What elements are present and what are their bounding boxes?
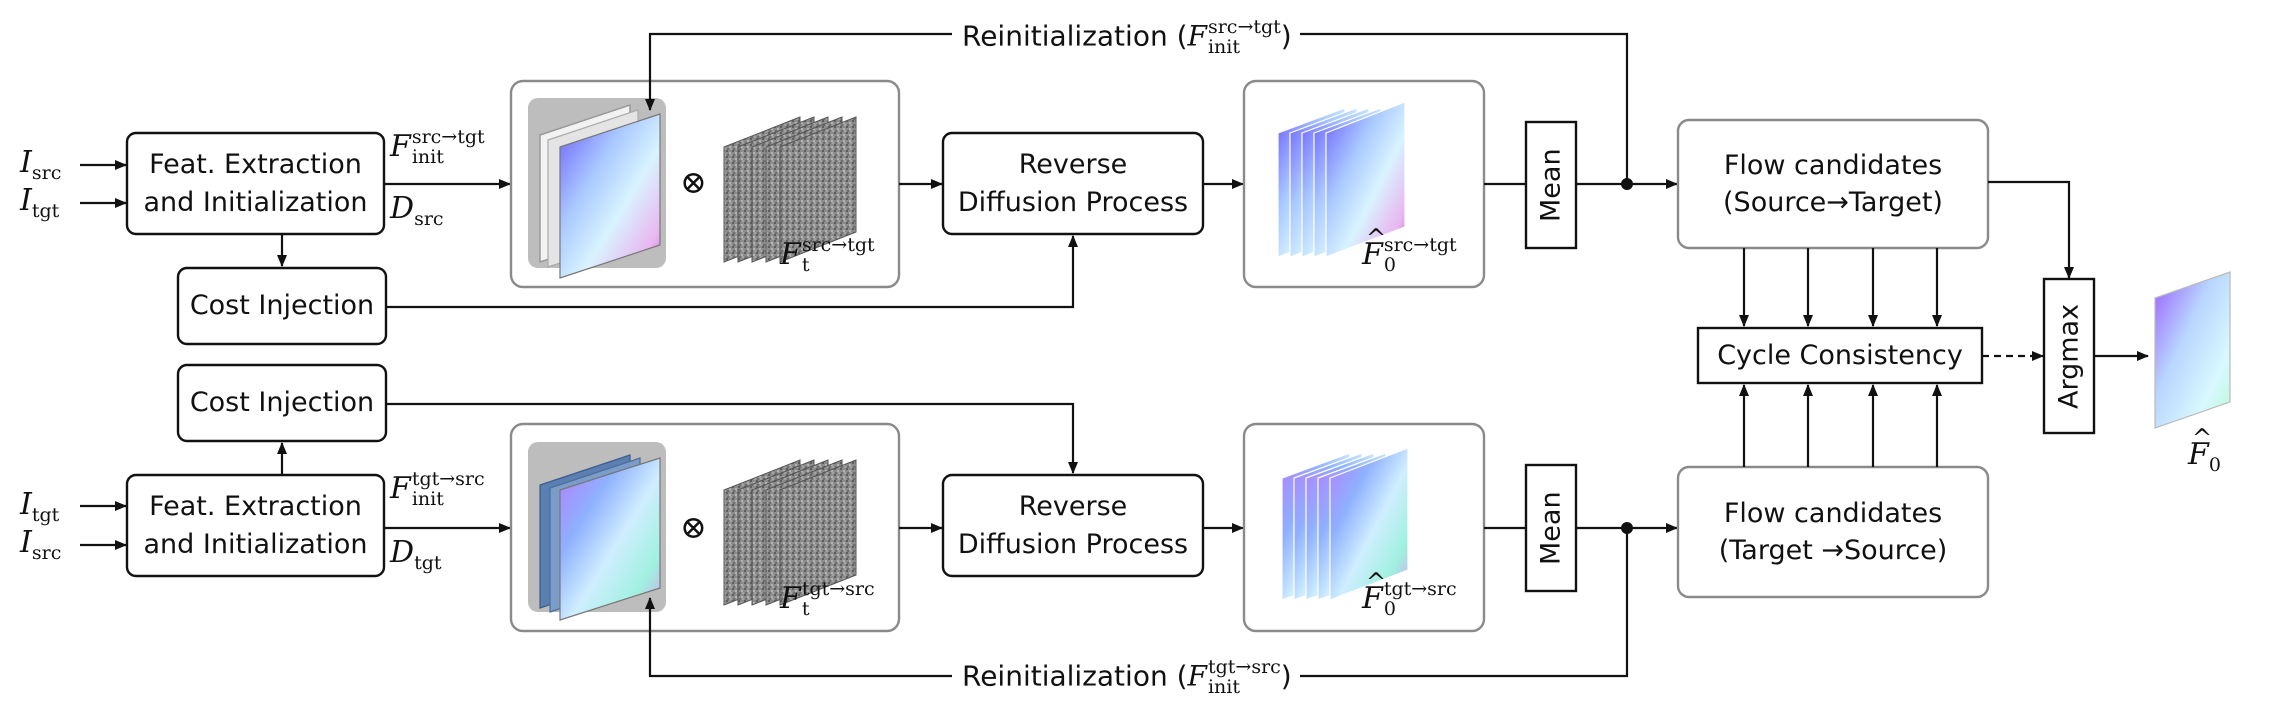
arrow [1988,180,2074,279]
otimes-symbol-top: ⊗ [680,163,707,201]
arrow [386,402,1078,474]
input-label: Itgt [20,487,60,526]
flow-candidates-box-bottom [1676,465,1990,599]
mean-label-bottom: Mean [1535,491,1567,565]
noise-stack-bottom [723,459,857,606]
cycle-consistency-label: Cycle Consistency [1717,339,1963,371]
cost-injection-label-bottom: Cost Injection [189,387,375,419]
bottom-branch [80,363,1990,678]
argmax-label: Argmax [2053,303,2085,409]
mean-label-top: Mean [1535,148,1567,222]
arrow [386,235,1078,309]
flow-candidates-label-top: Flow candidates(Source→Target) [1723,149,1943,218]
d-label-bottom: Dtgt [390,535,442,574]
final-output-label: F0 [2188,426,2221,475]
flow-stack-top [1277,101,1406,258]
feat-extraction-box-bottom [125,473,386,578]
reinit-arrow [645,597,952,678]
cost-injection-label-top: Cost Injection [189,290,375,322]
cycle-consistency-box [1696,326,1984,385]
reinit-arrow [645,32,952,111]
reinit-line [1300,32,1629,184]
final-flow-image [2154,271,2231,429]
d-label-top: Dsrc [390,191,444,230]
input-label: Isrc [20,525,62,564]
argmax-box [2042,277,2096,435]
reverse-diffusion-box-bottom [941,473,1205,578]
reinit-line [1300,528,1629,678]
otimes-symbol-bottom: ⊗ [680,508,707,546]
top-branch [80,32,2074,346]
init-flow-image [559,457,661,621]
flow-candidates-label-bottom: Flow candidates(Target →Source) [1718,497,1948,566]
input-label: Itgt [20,183,60,222]
flow-candidates-box-top [1676,118,1990,250]
flow-stack-bottom [1281,447,1409,601]
mean-box-top [1524,120,1578,250]
noise-stack-top [723,116,857,263]
init-flow-image [559,113,661,279]
input-label: Isrc [20,145,62,184]
